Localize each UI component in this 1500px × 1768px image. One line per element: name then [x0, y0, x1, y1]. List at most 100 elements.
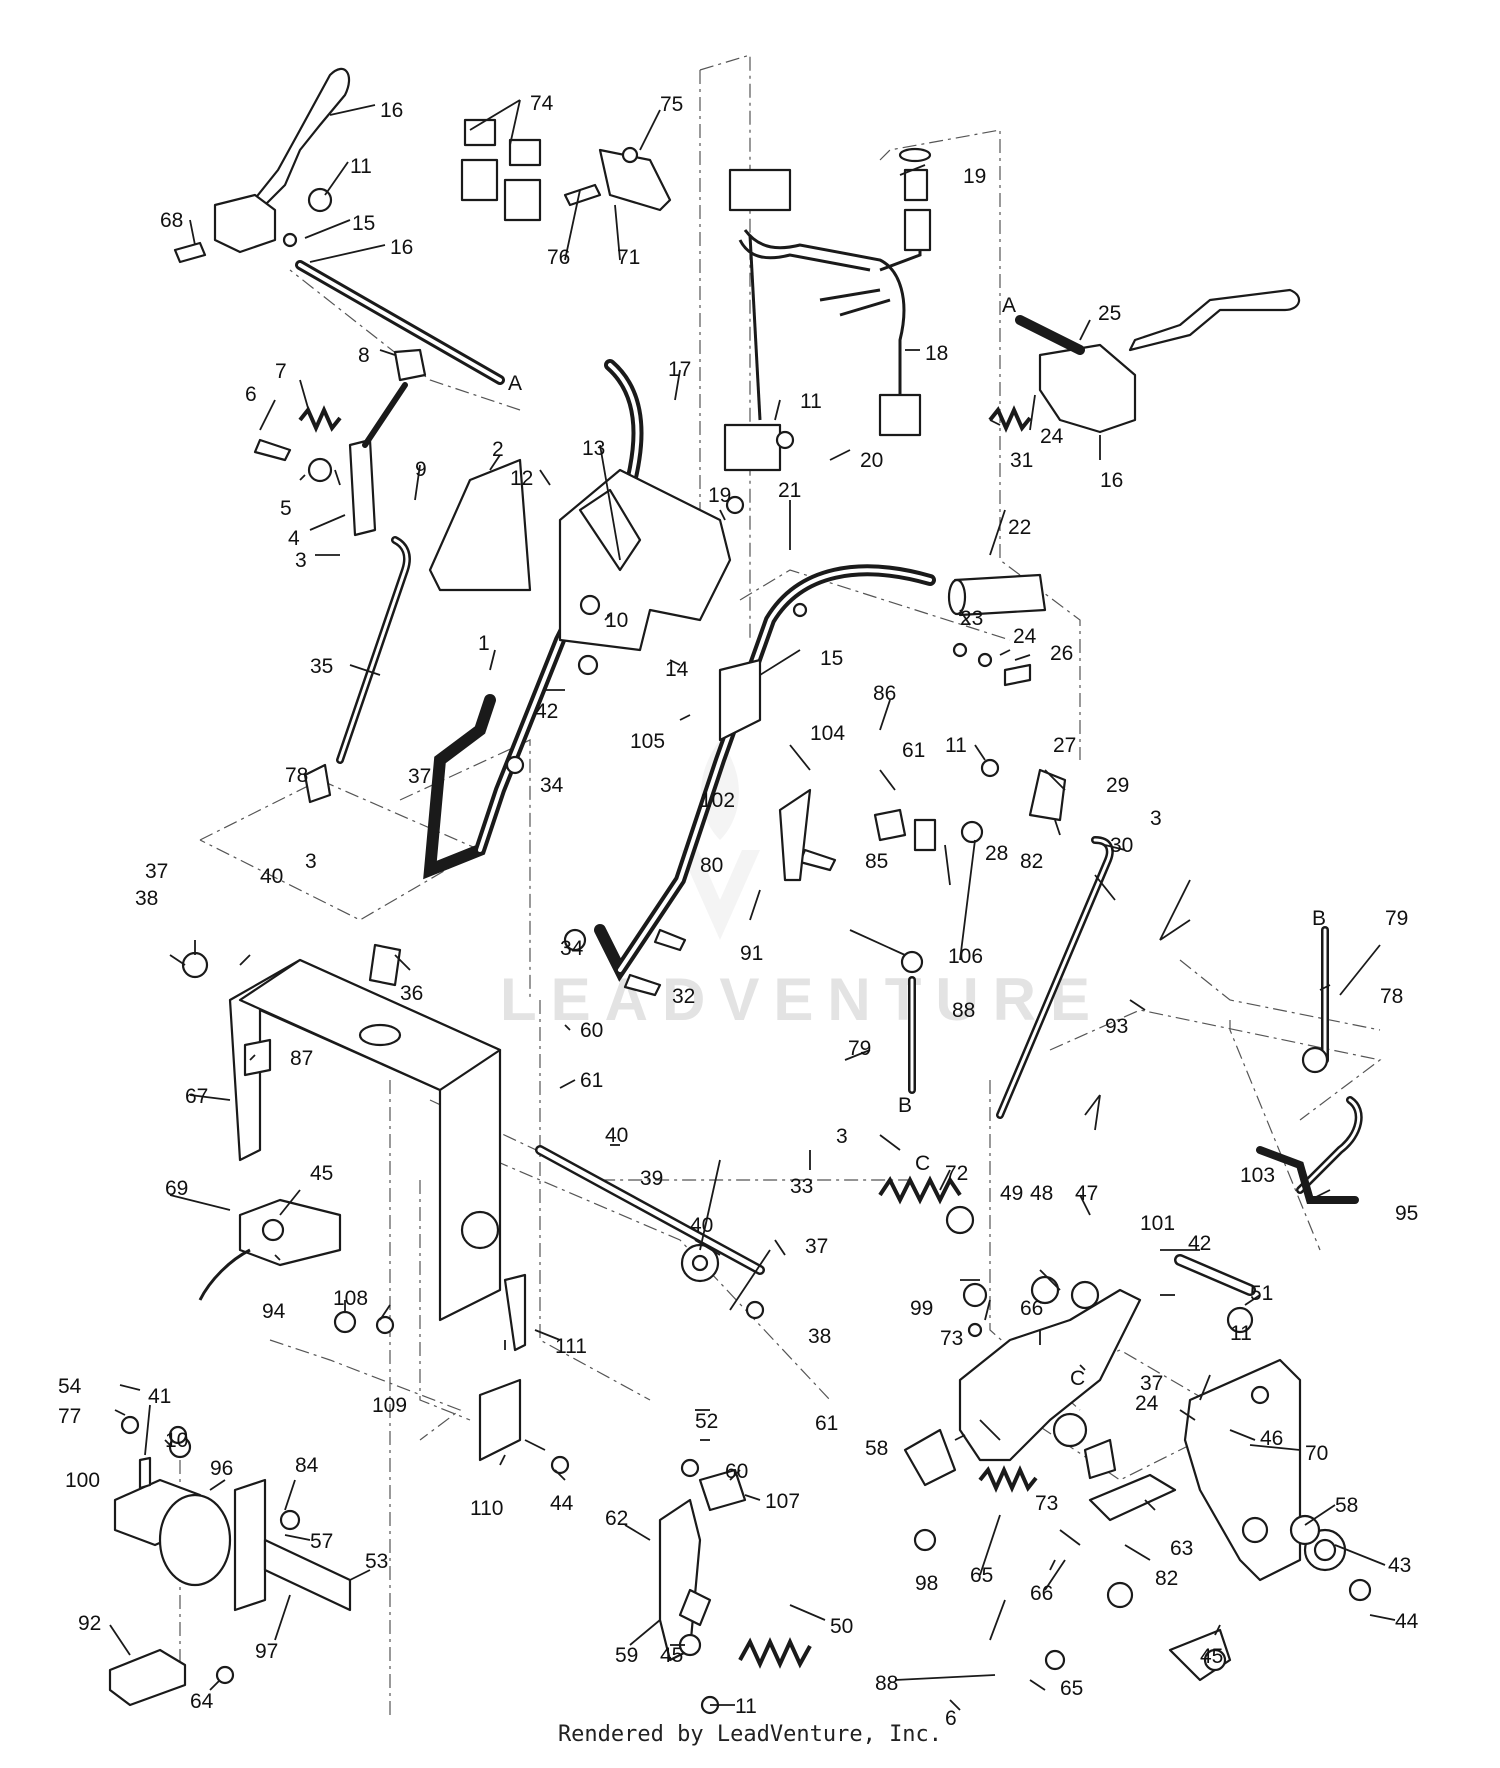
- callout: 60: [725, 1460, 748, 1483]
- callout: 30: [1110, 834, 1133, 857]
- callout: B: [1312, 907, 1326, 930]
- callout: 40: [690, 1214, 713, 1237]
- callout: 53: [365, 1550, 388, 1573]
- callout: 37: [1140, 1372, 1163, 1395]
- callout: 48: [1030, 1182, 1053, 1205]
- callout: 31: [1010, 449, 1033, 472]
- callout: 68: [160, 209, 183, 232]
- callout: 87: [290, 1047, 313, 1070]
- callout: 78: [285, 764, 308, 787]
- callout: 91: [740, 942, 763, 965]
- plate-46: [1183, 1358, 1302, 1582]
- callout: 21: [778, 479, 801, 502]
- callout: 74: [530, 92, 554, 115]
- callout: 24: [1040, 425, 1064, 448]
- callout: B: [898, 1094, 912, 1117]
- plate-96: [158, 1493, 232, 1587]
- callout: 34: [560, 937, 584, 960]
- callout: 33: [790, 1175, 813, 1198]
- callout: 4: [288, 527, 300, 550]
- callout: 38: [135, 887, 158, 910]
- callout: 27: [1053, 734, 1076, 757]
- callout: 46: [1260, 1427, 1283, 1450]
- callout: 16: [390, 236, 413, 259]
- callout: 11: [1230, 1322, 1252, 1345]
- callout: 47: [1075, 1182, 1098, 1205]
- callout: 41: [148, 1385, 171, 1408]
- callout: 19: [963, 165, 986, 188]
- callout: 70: [1305, 1442, 1328, 1465]
- watermark: LEADVENTURE: [500, 740, 1104, 1033]
- callout: 8: [358, 344, 370, 367]
- callout: 42: [535, 700, 558, 723]
- callout: 84: [295, 1454, 319, 1477]
- callout: 61: [580, 1069, 603, 1092]
- callout: 88: [952, 999, 975, 1022]
- callout: 73: [940, 1327, 963, 1350]
- bracket-111: [503, 1273, 527, 1352]
- callout: 105: [630, 730, 665, 753]
- callout: 3: [836, 1125, 848, 1148]
- callout: 78: [1380, 985, 1403, 1008]
- callout: 51: [1250, 1282, 1273, 1305]
- callout: 26: [1050, 642, 1073, 665]
- callout: 64: [190, 1690, 214, 1713]
- hardware: [120, 146, 1372, 1715]
- callout: 37: [408, 765, 431, 788]
- rods: [336, 536, 1363, 1296]
- callout: 79: [848, 1037, 871, 1060]
- callout: 100: [65, 1469, 100, 1492]
- callout: 12: [510, 467, 533, 490]
- bracket-71: [598, 148, 672, 212]
- callout: 104: [810, 722, 845, 745]
- plate-101: [958, 1288, 1142, 1462]
- callout: 103: [1240, 1164, 1275, 1187]
- callout: 106: [948, 945, 983, 968]
- callout: 58: [865, 1437, 888, 1460]
- callout: 93: [1105, 1015, 1128, 1038]
- callout: 97: [255, 1640, 278, 1663]
- callout: 69: [165, 1177, 188, 1200]
- callout: C: [915, 1152, 930, 1175]
- callout: 3: [295, 549, 307, 572]
- callout: 16: [1100, 469, 1123, 492]
- handle-frame: [423, 359, 936, 982]
- callout: 108: [333, 1287, 368, 1310]
- callout: 75: [660, 93, 683, 116]
- callout: 29: [1106, 774, 1129, 797]
- callout: A: [1002, 294, 1016, 317]
- callout: 95: [1395, 1202, 1418, 1225]
- springs: [298, 405, 1038, 1669]
- callout: 40: [260, 865, 283, 888]
- callout: 44: [550, 1492, 574, 1515]
- callout: 45: [1200, 1645, 1223, 1668]
- callout: 111: [555, 1335, 587, 1358]
- callout: 110: [470, 1497, 503, 1520]
- callout-labels: 16 11 68 15 16 A 74 75 76 71 19 18 A 25 …: [58, 92, 1419, 1730]
- callout: 66: [1020, 1297, 1043, 1320]
- callout: 19: [708, 484, 731, 507]
- callout: 11: [350, 155, 372, 178]
- callout: 44: [1395, 1610, 1419, 1633]
- plate-2: [428, 458, 532, 592]
- callout: 101: [1140, 1212, 1175, 1235]
- callout: 82: [1020, 850, 1043, 873]
- callout: 25: [1098, 302, 1121, 325]
- callout: 92: [78, 1612, 101, 1635]
- pad-92: [108, 1648, 187, 1707]
- callout: 6: [245, 383, 257, 406]
- callout: 37: [805, 1235, 828, 1258]
- callout: 59: [615, 1644, 638, 1667]
- shaft-97: [233, 1478, 352, 1612]
- callout: 38: [808, 1325, 831, 1348]
- callout: C: [1070, 1367, 1085, 1390]
- bracket-110: [478, 1378, 522, 1462]
- callout: 3: [1150, 807, 1162, 830]
- watermark-text: LEADVENTURE: [500, 966, 1104, 1033]
- callout: 73: [1035, 1492, 1058, 1515]
- callout: 102: [700, 789, 735, 812]
- callout: 43: [1388, 1554, 1411, 1577]
- callout: 65: [970, 1564, 993, 1587]
- leader-lines: [109, 99, 1396, 1711]
